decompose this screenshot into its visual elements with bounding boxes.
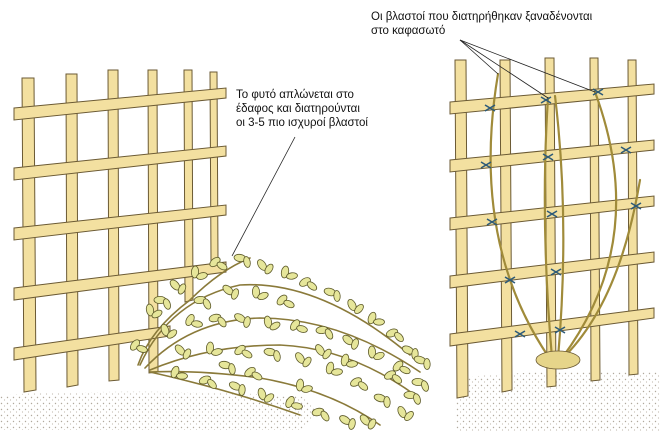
leaf: [286, 272, 298, 280]
leaf: [228, 363, 236, 375]
leaf: [145, 303, 155, 317]
leaf: [348, 418, 356, 430]
leaf: [243, 316, 251, 328]
left-plant: [129, 253, 431, 430]
annotation-left-line-3: οι 3-5 πιο ισχυροί βλαστοί: [236, 117, 368, 129]
leaf: [301, 385, 313, 393]
annotation-right-line-2: στο καφασωτό: [371, 25, 446, 37]
leaf: [151, 309, 163, 319]
right-trellis: [449, 57, 655, 399]
leaf: [163, 298, 171, 310]
tie: [554, 326, 566, 334]
leaf: [205, 341, 215, 355]
leaf: [177, 283, 187, 295]
leaf: [241, 349, 253, 359]
leaf: [423, 358, 431, 370]
leaf: [196, 272, 208, 280]
leaf: [264, 263, 274, 275]
leaf: [373, 318, 385, 326]
leaf: [291, 402, 303, 410]
tie: [620, 146, 632, 154]
tie: [542, 153, 554, 161]
leaf: [394, 332, 404, 342]
tie: [540, 96, 552, 104]
tie: [504, 276, 516, 284]
annotation-left-line-2: έδαφος και διατηρούνται: [236, 103, 360, 115]
leaf: [421, 380, 429, 392]
right-plant: [480, 72, 642, 370]
leaf: [351, 338, 359, 350]
leaf: [367, 418, 377, 430]
leaf: [320, 410, 330, 422]
leaf: [367, 345, 377, 359]
tie: [480, 161, 492, 169]
leaf: [331, 368, 343, 376]
leaf: [251, 371, 263, 381]
tie: [630, 202, 642, 210]
leaf: [346, 360, 358, 368]
leaf: [295, 378, 305, 392]
leaf: [191, 320, 203, 328]
tie: [514, 330, 526, 338]
leaf: [182, 348, 192, 360]
annotation-right-line-1: Οι βλαστοί που διατηρήθηκαν ξαναδένονται: [371, 11, 593, 23]
annotation-left-line-1: Το φυτό απλώνεται στο: [236, 89, 354, 101]
leaf: [190, 265, 200, 279]
leaf: [211, 348, 223, 356]
leaf: [404, 411, 414, 421]
leaf: [383, 396, 391, 408]
tie: [550, 268, 562, 276]
tie: [486, 218, 498, 226]
tie: [484, 104, 496, 112]
leaf: [166, 329, 178, 339]
leaf: [257, 291, 269, 301]
tie: [546, 210, 558, 218]
left-trellis: [13, 69, 227, 393]
leaf: [269, 321, 281, 331]
leaf: [306, 281, 318, 291]
leaf: [216, 261, 228, 271]
tie: [592, 88, 604, 96]
right-ground: [455, 370, 660, 432]
leaf: [302, 356, 312, 368]
leaf: [391, 374, 403, 384]
leaf: [399, 365, 411, 375]
leaf: [251, 285, 261, 299]
leader-lines: [231, 39, 596, 257]
leaf: [202, 298, 212, 310]
leaf: [283, 299, 295, 309]
annotation-left: Το φυτό απλώνεται στο έδαφος και διατηρο…: [236, 88, 368, 130]
leaf: [231, 288, 239, 300]
leaf: [136, 345, 148, 353]
leaf: [273, 350, 281, 362]
leaf: [207, 378, 217, 390]
leaf: [176, 372, 188, 380]
leaf: [217, 316, 227, 328]
leaf: [296, 325, 308, 333]
leaf: [324, 328, 334, 340]
leaf: [263, 393, 275, 403]
leaf: [413, 393, 421, 405]
annotation-right: Οι βλαστοί που διατηρήθηκαν ξαναδένονται…: [371, 10, 592, 38]
leaf: [263, 315, 273, 329]
leaf: [357, 381, 369, 391]
leaf: [354, 304, 364, 314]
leaf: [333, 290, 341, 302]
leaf: [243, 256, 251, 268]
leaf: [322, 348, 332, 360]
leaf: [238, 384, 246, 396]
left-ground: [0, 391, 315, 430]
leaf: [373, 351, 385, 361]
